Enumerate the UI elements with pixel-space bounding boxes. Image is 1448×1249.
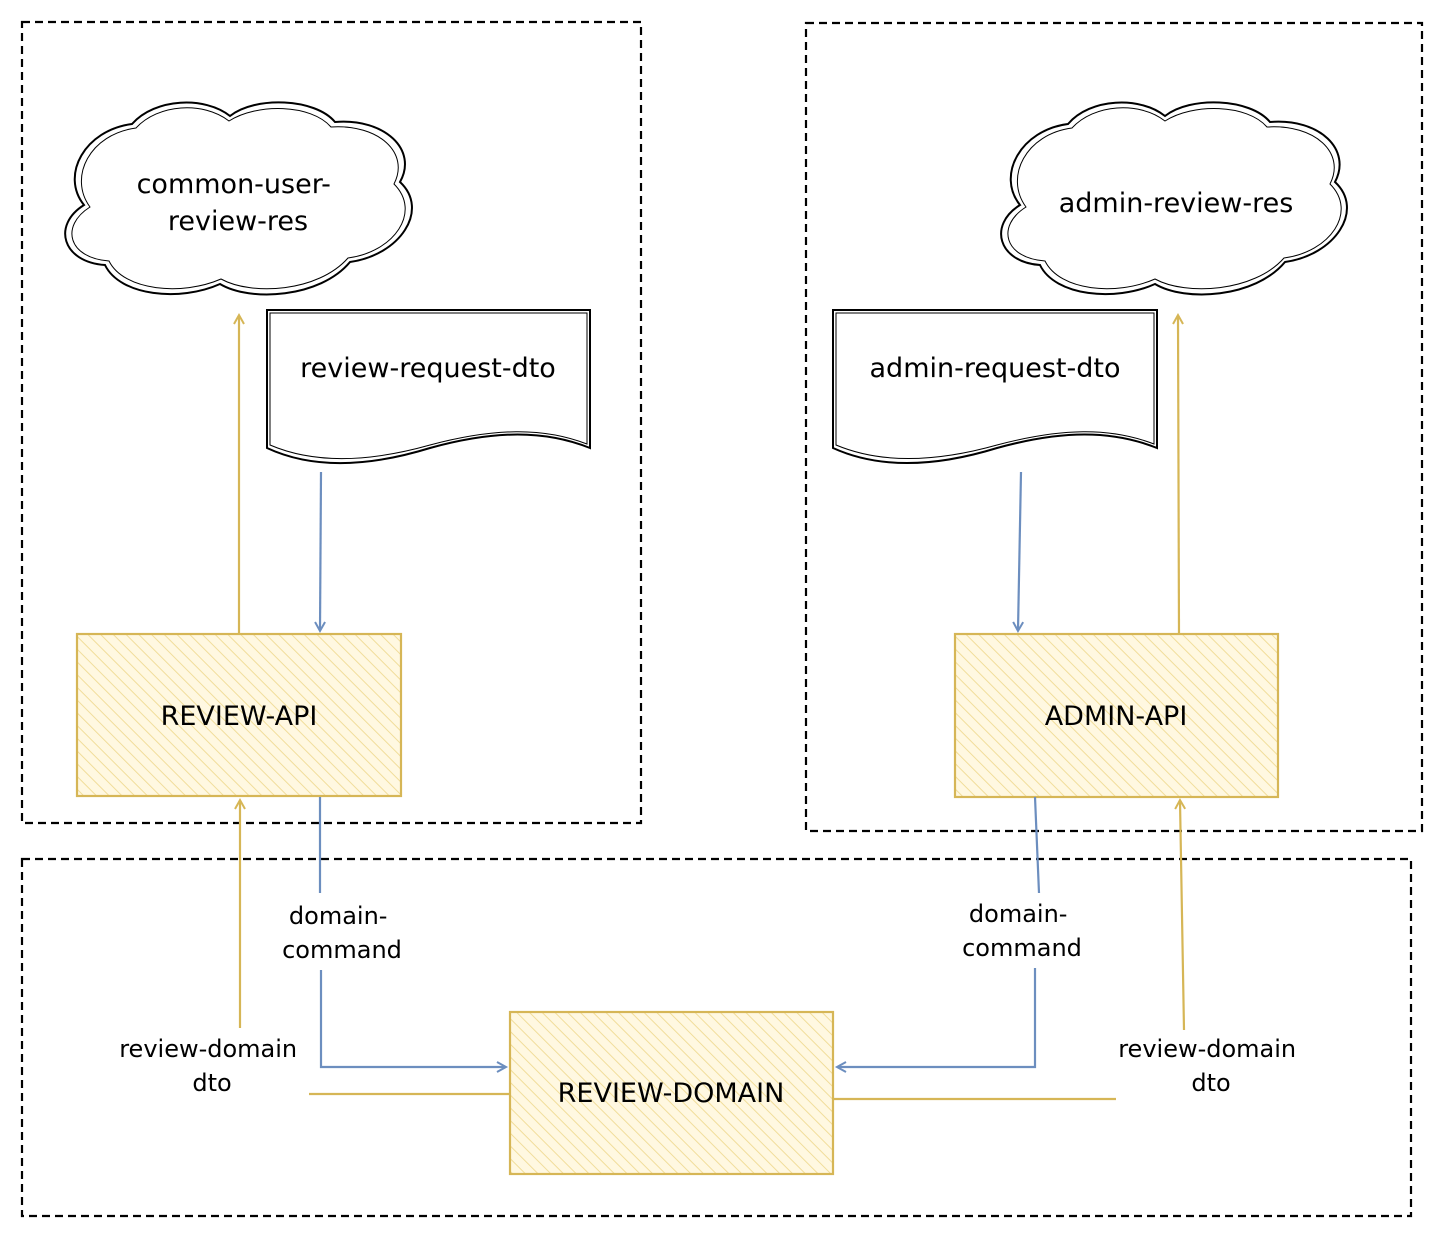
box-review-api: REVIEW-API — [75, 632, 403, 798]
cloud-label-line-2: review-res — [168, 206, 308, 237]
edge-label-line-1: review-domain — [119, 1035, 297, 1063]
edge-label-right-review-domain-dto: review-domain dto — [1118, 1035, 1304, 1097]
edges-response-flow — [239, 312, 1184, 1101]
cloud-label-common-user-review-res: common-user- review-res — [137, 169, 340, 237]
edge-label-line-2: dto — [1191, 1069, 1230, 1097]
edge-label-line-2: dto — [192, 1069, 231, 1097]
box-admin-api: ADMIN-API — [953, 632, 1280, 799]
edge-review-domain-to-review-api — [240, 801, 510, 1096]
edge-label-left-review-domain-dto: review-domain dto — [119, 1035, 305, 1097]
edge-label-right-domain-command: domain- command — [962, 900, 1082, 962]
document-label-review-request-dto: review-request-dto — [300, 353, 556, 384]
edge-admin-api-domain-command — [838, 796, 1041, 1067]
document-admin-request-dto: admin-request-dto — [832, 309, 1158, 464]
edge-admin-request-dto-to-admin-api — [1012, 471, 1025, 634]
cloud-label-line-1: common-user- — [137, 169, 331, 200]
box-label-review-domain: REVIEW-DOMAIN — [558, 1078, 785, 1109]
edge-label-line-1: domain- — [289, 902, 388, 930]
edge-label-left-domain-command: domain- command — [282, 902, 402, 964]
cloud-admin-review-res: admin-review-res — [1000, 101, 1348, 296]
edge-review-api-domain-command — [318, 797, 505, 1067]
box-review-domain: REVIEW-DOMAIN — [508, 1010, 835, 1176]
review-api-module-boundary — [20, 20, 643, 825]
domain-module-boundary — [20, 857, 1413, 1218]
document-label-admin-request-dto: admin-request-dto — [870, 353, 1121, 384]
edge-review-domain-to-admin-api — [833, 801, 1184, 1101]
edge-label-line-1: review-domain — [1118, 1035, 1296, 1063]
edge-label-line-2: command — [962, 934, 1082, 962]
edge-review-request-dto-to-review-api — [314, 471, 326, 634]
edges-request-flow — [314, 471, 1041, 1067]
document-review-request-dto: review-request-dto — [266, 309, 591, 464]
box-label-review-api: REVIEW-API — [161, 701, 318, 732]
module-boundaries — [20, 20, 1424, 1218]
edge-label-line-2: command — [282, 936, 402, 964]
box-label-admin-api: ADMIN-API — [1045, 701, 1188, 732]
cloud-common-user-review-res: common-user- review-res — [64, 101, 413, 296]
edge-admin-api-to-admin-review-res — [1172, 312, 1184, 635]
admin-api-module-boundary — [804, 21, 1424, 833]
cloud-label-admin-review-res: admin-review-res — [1059, 188, 1294, 219]
edge-label-line-1: domain- — [969, 900, 1068, 928]
